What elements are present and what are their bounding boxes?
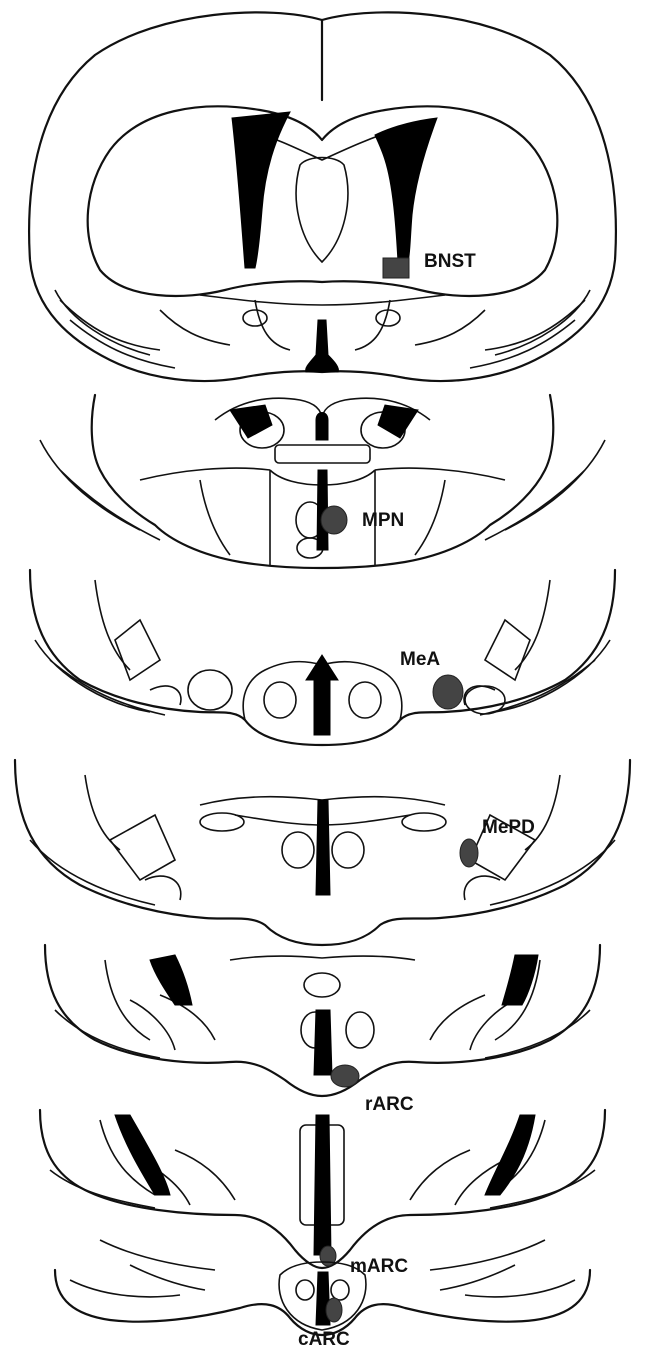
section-1-ac-left [243, 310, 267, 326]
section-2-ventricle-right [378, 405, 418, 438]
section-3-amygdala-right [464, 620, 530, 705]
section-2-top-ventricle [316, 413, 328, 441]
section-1-cortex-inner [88, 106, 558, 296]
section-7-upper-arc-left [100, 1240, 215, 1270]
section-4-nucleus-right [332, 832, 364, 868]
marc-label: mARC [350, 1256, 408, 1277]
section-rarc: rARC [45, 945, 600, 1115]
carc-label: cARC [298, 1329, 350, 1345]
section-3-nucleus-right [349, 682, 381, 718]
section-6-hippocampal-right [410, 1150, 505, 1205]
section-1-lateral-ventricle-right [375, 118, 437, 262]
section-4-third-ventricle [316, 800, 330, 895]
section-mea: MeA [30, 570, 615, 745]
section-1-third-ventricle [306, 320, 339, 372]
section-2-ventricle-left [230, 405, 272, 438]
section-4-amygdala-left [110, 815, 181, 900]
section-4-nucleus-left [282, 832, 314, 868]
section-7-cell-right [331, 1280, 349, 1300]
rarc-region-marker [331, 1065, 359, 1087]
section-7-cortex-right [440, 1265, 575, 1297]
section-1-septum [296, 158, 348, 263]
section-1-optic-right [470, 300, 585, 368]
mea-label: MeA [400, 649, 440, 670]
section-6-third-ventricle [314, 1115, 331, 1255]
section-5-ventricle-right [502, 955, 538, 1005]
section-3-struct-right [465, 686, 505, 714]
rarc-label: rARC [365, 1094, 414, 1115]
section-6-ventricle-left [115, 1115, 170, 1195]
bnst-label: BNST [424, 251, 476, 272]
section-7-cortex-left [70, 1265, 205, 1297]
mpn-label: MPN [362, 510, 404, 531]
section-5-hippocampal-left [130, 995, 215, 1050]
section-3-struct-left [188, 670, 232, 710]
section-4-tract-right [402, 813, 446, 831]
section-4-tract-left [200, 813, 244, 831]
section-marc: mARC [40, 1110, 605, 1277]
section-3-nucleus-left [264, 682, 296, 718]
section-7-cell-left [296, 1280, 314, 1300]
section-5-third-ventricle [314, 1010, 332, 1075]
mea-region-marker [433, 675, 463, 709]
section-1-lateral-ventricle-left [232, 112, 290, 268]
section-7-upper-arc-right [430, 1240, 545, 1270]
section-3-amygdala-left [115, 620, 181, 705]
section-1-optic-left [60, 300, 175, 368]
section-3-third-ventricle [306, 655, 338, 735]
section-5-nucleus-right [346, 1012, 374, 1048]
mepd-region-marker [460, 839, 478, 867]
section-mepd: MePD [15, 760, 630, 945]
carc-region-marker [326, 1298, 342, 1322]
mpn-region-marker [321, 506, 347, 534]
section-mpn: MPN [40, 395, 605, 568]
mepd-label: MePD [482, 817, 535, 838]
section-bnst: BNST [29, 12, 616, 381]
section-2-commissure [275, 445, 370, 463]
bnst-region-marker [383, 258, 409, 278]
section-5-ventricle-left [150, 955, 192, 1005]
section-5-struct-top [304, 973, 340, 997]
section-6-ventricle-right [485, 1115, 535, 1195]
